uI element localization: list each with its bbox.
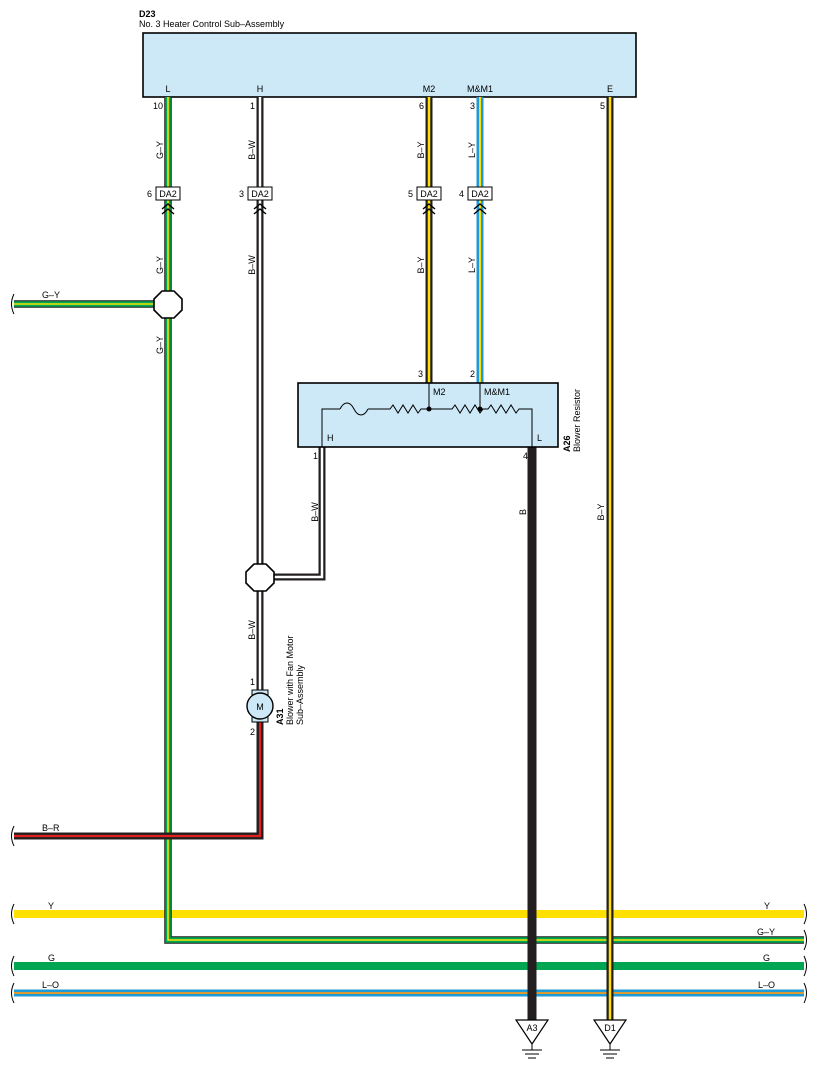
svg-text:DA2: DA2 xyxy=(420,189,438,199)
bus-label: L–O xyxy=(42,980,59,990)
component-title: No. 3 Heater Control Sub–Assembly xyxy=(139,19,285,29)
pin-number: 2 xyxy=(470,369,475,379)
svg-text:M2: M2 xyxy=(433,387,446,397)
heater-control-box xyxy=(142,32,637,98)
wire-label: L–Y xyxy=(467,257,477,273)
connector-da2: 6 DA2 xyxy=(147,186,181,215)
svg-text:DA2: DA2 xyxy=(251,189,269,199)
bus-label: Y xyxy=(48,901,54,911)
wire-b-w-branch xyxy=(260,447,326,581)
pin-label-m2: M2 xyxy=(423,84,436,94)
wire-b-r xyxy=(11,722,264,847)
pin-number: 1 xyxy=(313,451,318,461)
wire-label: B–Y xyxy=(416,141,426,158)
bus-label: G–Y xyxy=(757,927,775,937)
motor-name: Sub–Assembly xyxy=(295,664,305,725)
svg-text:DA2: DA2 xyxy=(159,189,177,199)
connector-da2: 4 DA2 xyxy=(459,186,493,215)
pin-number: 3 xyxy=(418,369,423,379)
blower-motor: M xyxy=(246,689,274,723)
wire-label: B–Y xyxy=(596,503,606,520)
svg-text:L: L xyxy=(537,433,542,443)
wire-label: B–Y xyxy=(416,256,426,273)
svg-text:DA2: DA2 xyxy=(471,189,489,199)
svg-text:H: H xyxy=(327,433,334,443)
pin-label-h: H xyxy=(257,84,264,94)
svg-text:M: M xyxy=(256,702,264,712)
wire-label: L–Y xyxy=(467,142,477,158)
svg-text:3: 3 xyxy=(239,189,244,199)
resistor-name: Blower Resistor xyxy=(572,389,582,452)
ground-d1: D1 xyxy=(592,1019,628,1059)
pin-number: 10 xyxy=(153,101,163,111)
motor-code: A31 xyxy=(275,708,285,725)
bus-y xyxy=(11,903,807,925)
resistor-code: A26 xyxy=(562,435,572,452)
bus-label: G xyxy=(763,953,770,963)
wire-label: G–Y xyxy=(155,141,165,159)
pin-number: 3 xyxy=(470,101,475,111)
svg-text:4: 4 xyxy=(459,189,464,199)
pin-label-l: L xyxy=(165,84,170,94)
bus-label: G xyxy=(48,953,55,963)
svg-text:6: 6 xyxy=(147,189,152,199)
junction-point xyxy=(153,290,183,319)
pin-label-mm1: M&M1 xyxy=(467,84,493,94)
bus-g xyxy=(11,955,807,977)
pin-number: 1 xyxy=(250,101,255,111)
motor-name: Blower with Fan Motor xyxy=(285,635,295,725)
pin-number: 2 xyxy=(250,727,255,737)
wire-label: B–W xyxy=(247,140,257,160)
wire-label: B–W xyxy=(247,255,257,275)
wire-label: B xyxy=(518,509,528,515)
connector-da2: 5 DA2 xyxy=(408,186,442,215)
wire-label: G–Y xyxy=(155,256,165,274)
wire-label: B–W xyxy=(310,502,320,522)
wire-label: G–Y xyxy=(155,336,165,354)
blower-resistor: M2 M&M1 H L xyxy=(297,382,559,448)
pin-label-e: E xyxy=(607,84,613,94)
wire-g-y-main xyxy=(164,97,807,951)
wire-g-y-left xyxy=(11,293,168,315)
pin-number: 1 xyxy=(250,677,255,687)
wire-label: B–R xyxy=(42,823,60,833)
component-code: D23 xyxy=(139,9,156,19)
bus-label: Y xyxy=(764,901,770,911)
svg-text:D1: D1 xyxy=(604,1023,616,1033)
svg-text:M&M1: M&M1 xyxy=(484,387,510,397)
junction-point xyxy=(245,563,275,592)
svg-text:5: 5 xyxy=(408,189,413,199)
bus-label: L–O xyxy=(758,980,775,990)
connector-da2: 3 DA2 xyxy=(239,186,273,215)
svg-text:A3: A3 xyxy=(526,1023,537,1033)
pin-number: 6 xyxy=(419,101,424,111)
wire-label: G–Y xyxy=(42,290,60,300)
ground-a3: A3 xyxy=(514,1019,550,1059)
pin-number: 5 xyxy=(600,101,605,111)
wire-label: B–W xyxy=(247,620,257,640)
bus-l-o xyxy=(11,982,807,1004)
pin-number: 4 xyxy=(523,451,528,461)
